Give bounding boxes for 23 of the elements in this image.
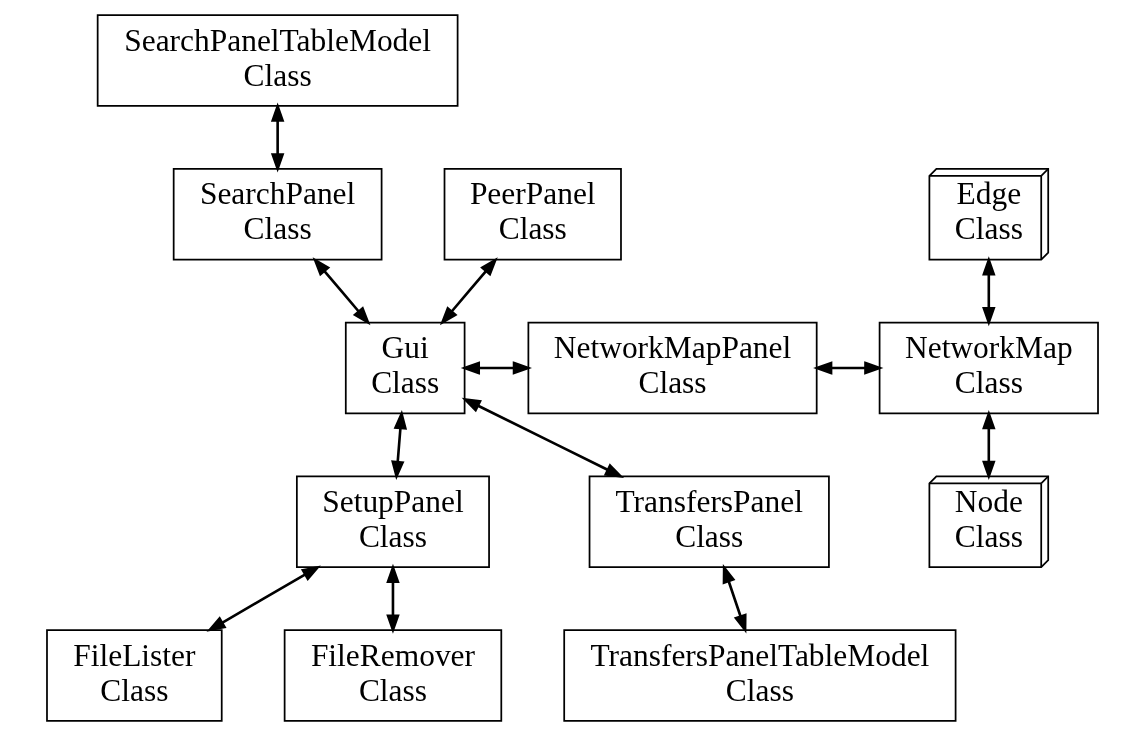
arrow: [439, 257, 498, 326]
node-box: FileLister Class: [46, 629, 223, 722]
arrow: [391, 410, 408, 480]
node-box: TransfersPanelTableModel Class: [563, 629, 957, 722]
arrow: [270, 102, 285, 173]
node-box: SetupPanel Class: [296, 475, 490, 569]
arrow: [722, 564, 747, 634]
node-box: NetworkMapPanel Class: [527, 321, 818, 415]
arrow: [312, 257, 371, 326]
node-box: Gui Class: [344, 321, 466, 415]
node-box: NetworkMap Class: [878, 321, 1099, 415]
arrow: [982, 256, 996, 327]
arrow: [386, 563, 400, 634]
node-box: PeerPanel Class: [443, 167, 622, 261]
arrow: [206, 565, 321, 632]
node-box: SearchPanelTableModel Class: [96, 14, 459, 107]
arrow: [460, 361, 532, 375]
node-box: TransfersPanel Class: [588, 475, 830, 569]
node-box: FileRemover Class: [283, 629, 503, 722]
arrow: [982, 410, 996, 481]
node-box: SearchPanel Class: [172, 167, 383, 261]
arrow: [813, 361, 884, 375]
arrow: [461, 397, 624, 478]
